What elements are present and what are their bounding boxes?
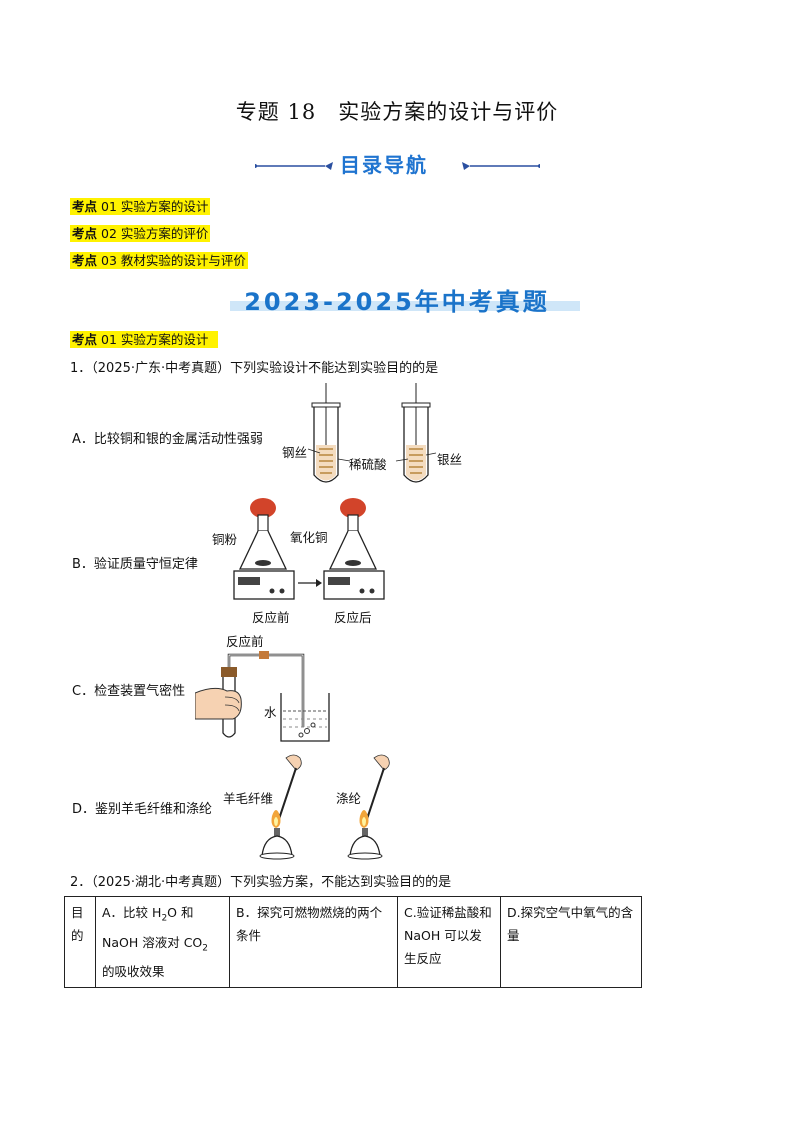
outline-item-3[interactable]: 考点 03 教材实验的设计与评价 [70,252,248,269]
option-c-cell[interactable]: C.验证稀盐酸和 NaOH 可以发生反应 [397,896,501,988]
label-a-left: 钢丝 [282,445,308,460]
label-d-right: 涤纶 [336,791,362,806]
outline-item-1[interactable]: 考点 01 实验方案的设计 [70,198,211,215]
balance-flask-illustration [233,498,385,600]
question-1-option-c[interactable]: C．检查装置气密性 [72,684,186,699]
label-a-mid: 稀硫酸 [349,457,387,472]
option-d-cell[interactable]: D.探究空气中氧气的含量 [500,896,642,988]
years-banner-underline [230,301,580,311]
label-b-after: 反应后 [334,610,372,625]
label-c-water: 水 [264,705,277,720]
label-c-top: 反应前 [226,634,264,649]
label-d-left: 羊毛纤维 [223,791,274,806]
label-b-left: 铜粉 [212,532,238,547]
row-header-cell: 目的 [64,896,96,988]
test-tubes-illustration [307,383,437,483]
airtightness-illustration [195,651,330,742]
nav-banner-decoration [255,162,540,170]
label-b-before: 反应前 [252,610,290,625]
outline-item-2[interactable]: 考点 02 实验方案的评价 [70,225,211,242]
question-1-option-d[interactable]: D．鉴别羊毛纤维和涤纶 [72,802,213,817]
label-b-right: 氧化铜 [290,530,328,545]
nav-title: 目录导航 [340,153,428,177]
section-heading: 考点 01 实验方案的设计 [70,329,219,348]
question-2-stem: 2．（2025·湖北·中考真题）下列实验方案，不能达到实验目的的是 [70,875,452,890]
question-1-option-b[interactable]: B．验证质量守恒定律 [72,557,198,572]
question-1-stem: 1．（2025·广东·中考真题）下列实验设计不能达到实验目的的是 [70,361,439,376]
page-title: 专题 18 实验方案的设计与评价 [235,100,559,124]
burning-fiber-illustration [259,754,390,860]
question-1-option-a[interactable]: A．比较铜和银的金属活动性强弱 [72,432,263,447]
years-banner: 2023-2025年中考真题 [244,288,550,316]
option-b-cell[interactable]: B．探究可燃物燃烧的两个条件 [229,896,398,988]
label-a-right: 银丝 [437,452,463,467]
